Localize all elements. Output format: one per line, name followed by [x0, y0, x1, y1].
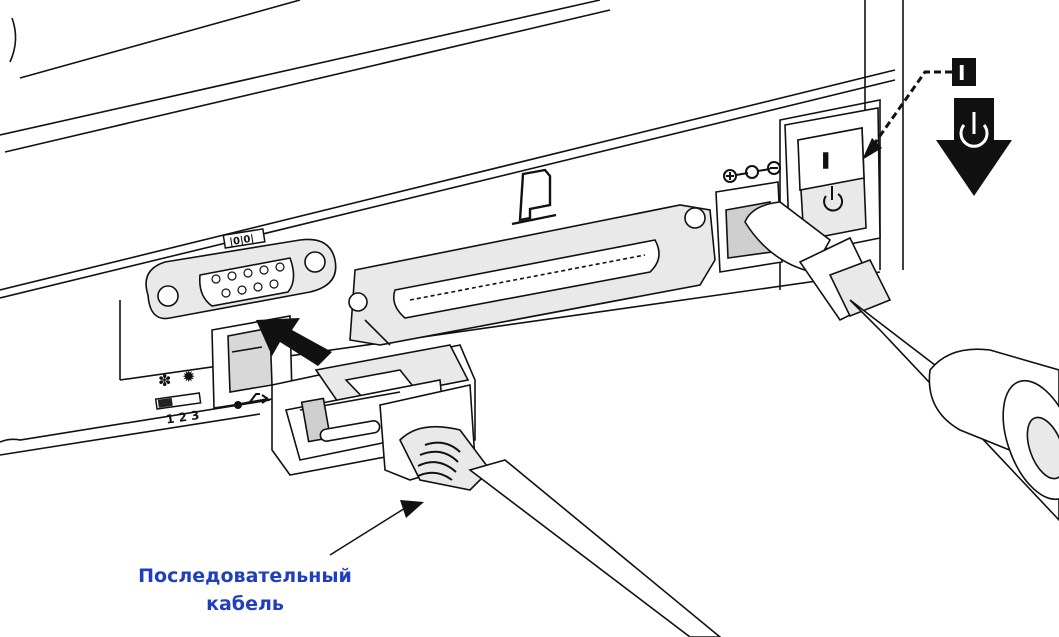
power-switch: I: [784, 107, 881, 257]
usb-icon: [234, 393, 269, 409]
dip-switch: ✽ ✹: [154, 367, 202, 410]
printer-icon: [511, 168, 557, 226]
dip-light-icon: ✽: [158, 371, 171, 390]
dip-sun-icon: ✹: [182, 367, 195, 386]
serial-cable-label: Последовательный кабель: [100, 562, 390, 618]
printer-housing: [0, 0, 904, 456]
serial-port: [145, 238, 337, 320]
power-cable: [744, 201, 1059, 522]
switch-on-mark: I: [822, 149, 829, 173]
serial-port-icon: |0|0|: [222, 228, 266, 249]
svg-text:I: I: [958, 61, 965, 85]
power-down-arrow: [936, 98, 1012, 196]
callout-leader: [329, 500, 424, 556]
serial-cable: [271, 344, 722, 637]
polarity-icon: [723, 161, 781, 183]
power-on-indicator: I: [862, 58, 976, 160]
svg-text:|0|0|: |0|0|: [229, 233, 255, 248]
serial-cable-label-line1: Последовательный: [138, 565, 352, 587]
insert-arrow: [256, 318, 332, 366]
serial-cable-label-line2: кабель: [206, 593, 284, 615]
parallel-port: [348, 204, 716, 346]
